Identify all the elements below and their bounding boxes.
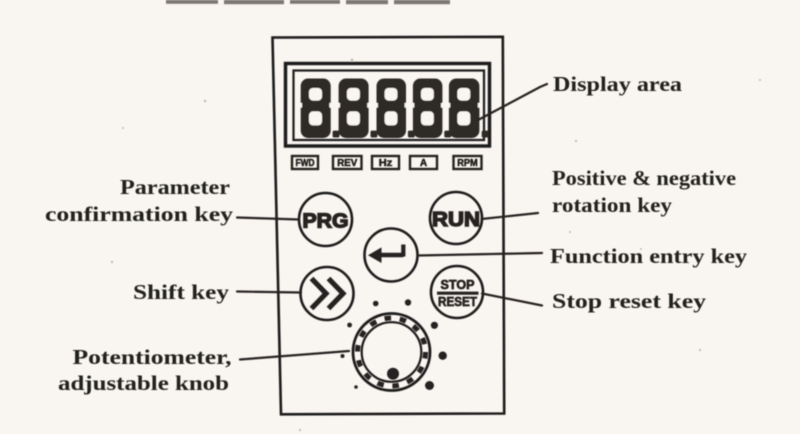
svg-text:Positive & negative: Positive & negative <box>552 166 736 190</box>
svg-text:STOP: STOP <box>441 278 475 292</box>
svg-text:Function entry key: Function entry key <box>550 244 748 268</box>
svg-text:Display area: Display area <box>553 72 683 96</box>
svg-text:REV: REV <box>337 158 357 169</box>
svg-text:Shift key: Shift key <box>133 280 230 304</box>
svg-text:PRG: PRG <box>303 211 349 233</box>
svg-text:confirmation key: confirmation key <box>45 202 234 226</box>
svg-text:RUN: RUN <box>432 209 480 231</box>
svg-text:Parameter: Parameter <box>120 175 230 199</box>
svg-text:FWD: FWD <box>296 158 315 169</box>
svg-text:RPM: RPM <box>457 158 478 169</box>
svg-text:adjustable knob: adjustable knob <box>58 371 229 395</box>
svg-text:Hz: Hz <box>379 158 393 169</box>
svg-text:rotation key: rotation key <box>552 193 673 217</box>
svg-text:A: A <box>420 158 427 169</box>
svg-text:Stop reset key: Stop reset key <box>552 289 707 313</box>
svg-text:Potentiometer,: Potentiometer, <box>73 345 232 369</box>
svg-text:RESET: RESET <box>438 295 477 309</box>
